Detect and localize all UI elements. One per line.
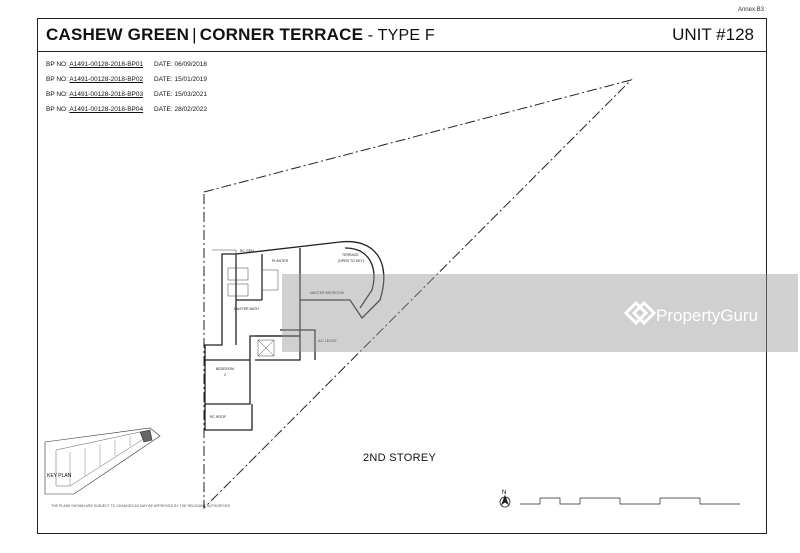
bp-label: BP NO:: [46, 106, 68, 113]
master-bath-label: MASTER BATH: [234, 307, 259, 311]
sheet-header: CASHEW GREEN|CORNER TERRACE - TYPE F UNI…: [38, 19, 766, 52]
house-type: CORNER TERRACE: [199, 25, 364, 44]
scale-bar: [520, 497, 740, 505]
bp-number: A1491-00128-2018-BP02: [69, 76, 144, 83]
sheet-title: CASHEW GREEN|CORNER TERRACE - TYPE F: [46, 25, 435, 45]
planter-label: PLANTER: [272, 259, 289, 263]
bedroom-label: BEDROOM: [216, 367, 234, 371]
bp-date: 06/09/2018: [174, 61, 208, 68]
interior-details: [212, 249, 279, 357]
title-divider: |: [192, 25, 197, 44]
watermark-band: [282, 274, 798, 352]
date-label: DATE:: [154, 76, 173, 83]
bp-row: BP NO: A1491-00128-2018-BP02 DATE: 15/01…: [46, 72, 207, 87]
terrace-note-label: (OPEN TO SKY): [338, 259, 364, 263]
master-bedroom-label: MASTER BEDROOM: [310, 291, 344, 295]
bp-number: A1491-00128-2018-BP01: [69, 61, 144, 68]
rc-roof-label: RC ROOF: [210, 415, 226, 419]
site-boundary: [203, 79, 633, 510]
bp-row: BP NO: A1491-00128-2018-BP03 DATE: 15/03…: [46, 87, 207, 102]
re-gen-label: RC GEN: [240, 249, 254, 253]
bp-number: A1491-00128-2018-BP03: [69, 91, 144, 98]
ac-ledge-label: A/C LEDGE: [318, 339, 337, 343]
footnote: THE PLANS SHOWN ARE SUBJECT TO CHANGES A…: [51, 504, 231, 508]
bp-label: BP NO:: [46, 61, 68, 68]
bp-row: BP NO: A1491-00128-2018-BP01 DATE: 06/09…: [46, 57, 207, 72]
date-label: DATE:: [154, 61, 173, 68]
unit-number: UNIT #128: [672, 25, 754, 44]
project-name: CASHEW GREEN: [46, 25, 190, 44]
building-outline: [204, 240, 385, 431]
north-label: N: [502, 490, 506, 496]
key-plan-diagram: [44, 427, 161, 495]
bp-row: BP NO: A1491-00128-2018-BP04 DATE: 28/02…: [46, 102, 207, 117]
type-suffix: - TYPE F: [363, 27, 435, 44]
date-label: DATE:: [154, 106, 173, 113]
bp-date: 28/02/2022: [174, 106, 208, 113]
north-arrow-icon: [499, 494, 511, 508]
storey-label: 2ND STOREY: [363, 452, 437, 464]
bedroom-number-label: 2: [224, 373, 226, 377]
bp-label: BP NO:: [46, 76, 68, 83]
bp-number: A1491-00128-2018-BP04: [69, 106, 144, 113]
bp-date: 15/01/2019: [174, 76, 208, 83]
bp-label: BP NO:: [46, 91, 68, 98]
plan-sheet: CASHEW GREEN|CORNER TERRACE - TYPE F UNI…: [37, 18, 767, 534]
bp-date: 15/03/2021: [174, 91, 208, 98]
annex-label: Annex B3: [737, 7, 764, 13]
watermark-text: PropertyGuru: [656, 306, 759, 325]
date-label: DATE:: [154, 91, 173, 98]
terrace-label: TERRACE: [342, 253, 359, 257]
bp-list: BP NO: A1491-00128-2018-BP01 DATE: 06/09…: [46, 57, 207, 117]
key-plan-label: KEY PLAN: [47, 473, 72, 479]
